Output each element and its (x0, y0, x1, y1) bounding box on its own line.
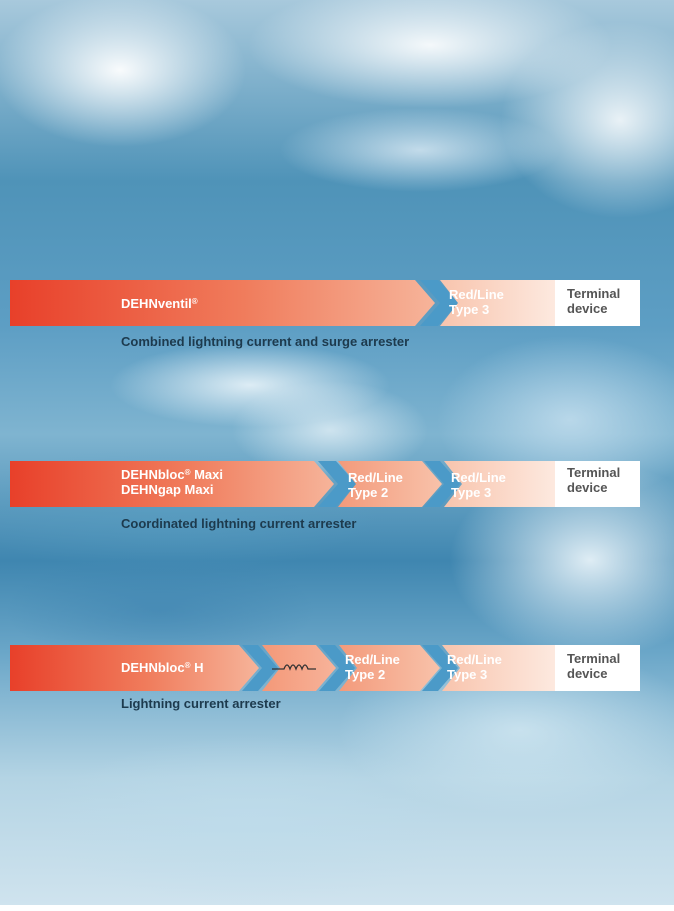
terminal-device-block (555, 645, 640, 691)
row-2-caption: Coordinated lightning current arrester (121, 516, 357, 531)
arrester-block (10, 645, 259, 691)
terminal-device-block (555, 461, 640, 507)
red-line-type3-block (440, 280, 555, 326)
row-1-band (10, 280, 640, 326)
product-name: DEHNventil® (121, 296, 198, 311)
terminal-device-block (555, 280, 640, 326)
red-line-type3-block (442, 645, 555, 691)
product-name: DEHNbloc® Maxi (121, 467, 223, 482)
red-line-type2-block (339, 645, 440, 691)
row-3-band (10, 645, 640, 691)
chevron-separator-icon (424, 461, 460, 507)
red-line-type2-block (338, 461, 442, 507)
product-name-secondary: DEHNgap Maxi (121, 482, 214, 497)
inductor-coil-icon (272, 664, 316, 671)
chevron-separator-icon (242, 645, 278, 691)
arrester-block (10, 461, 334, 507)
decoupling-block (262, 645, 336, 691)
row-2-band (10, 461, 640, 507)
red-line-type3-block (444, 461, 555, 507)
chevron-separator-icon (319, 645, 355, 691)
row-1-caption: Combined lightning current and surge arr… (121, 334, 410, 349)
product-name: DEHNbloc® H (121, 660, 204, 675)
row-3-caption: Lightning current arrester (121, 696, 281, 711)
arrester-block (10, 280, 435, 326)
chevron-separator-icon (420, 280, 458, 326)
chevron-separator-icon (318, 461, 356, 507)
chevron-separator-icon (422, 645, 458, 691)
